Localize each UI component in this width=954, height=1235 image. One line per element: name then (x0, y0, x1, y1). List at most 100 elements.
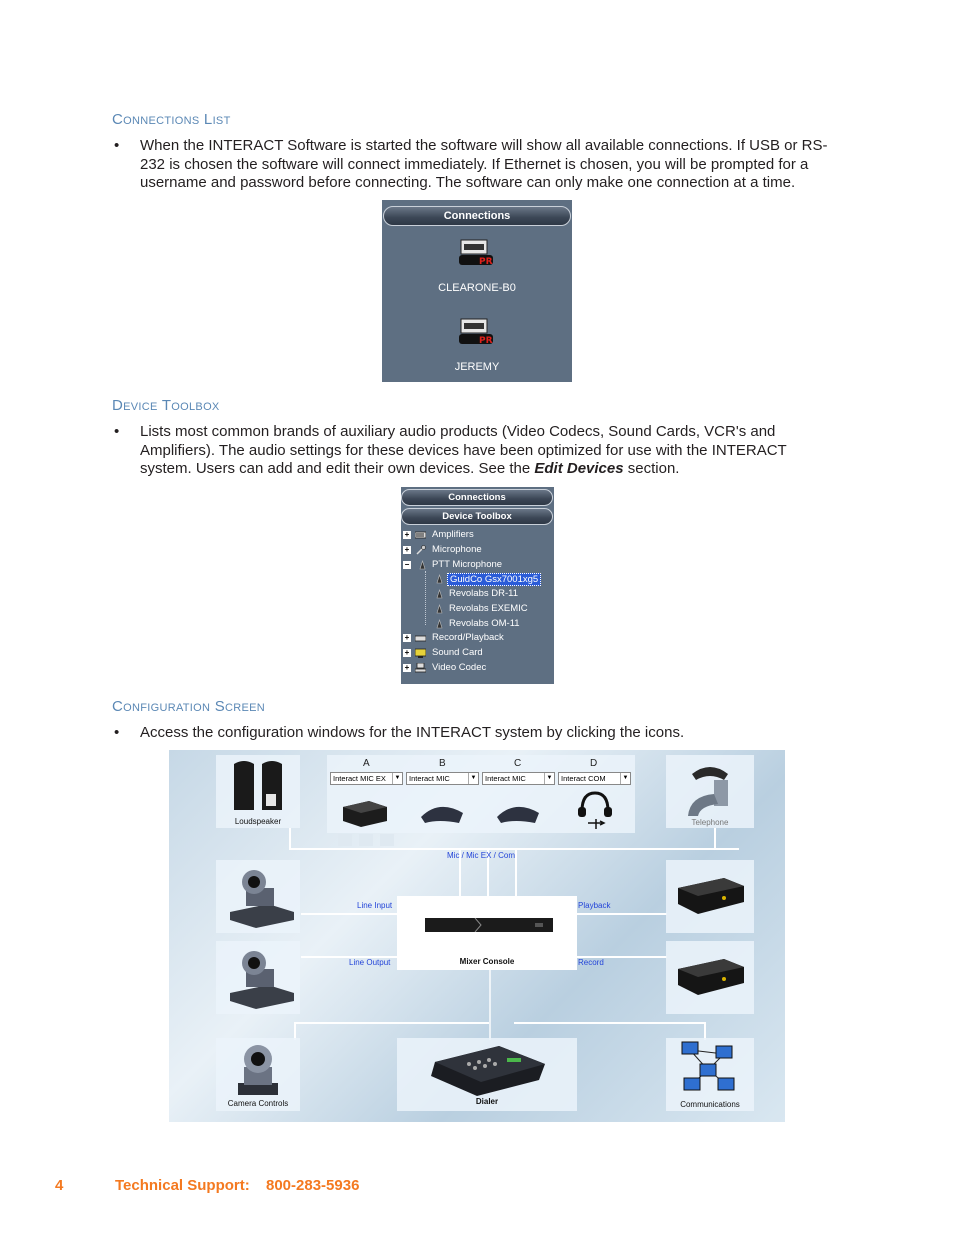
chevron-down-icon[interactable]: ▼ (392, 773, 402, 784)
tree-item-label: Amplifiers (432, 529, 474, 540)
video-input-camera-button[interactable] (216, 860, 300, 933)
chevron-down-icon[interactable]: ▼ (620, 773, 630, 784)
connector-line (289, 848, 739, 850)
support-phone: 800-283-5936 (266, 1177, 360, 1194)
headset-usb-icon[interactable] (574, 789, 616, 831)
communications-button[interactable]: Communications (666, 1038, 754, 1111)
mic-d-select[interactable]: Interact COM ▼ (558, 772, 631, 785)
tree-guide-line (425, 571, 426, 625)
small-square-button[interactable] (338, 834, 352, 846)
section-heading-device-toolbox: Device Toolbox (112, 397, 220, 414)
expand-icon[interactable]: + (403, 663, 411, 672)
small-square-button[interactable] (359, 834, 373, 846)
paragraph-line: Access the configuration windows for the… (140, 724, 685, 741)
loudspeaker-button[interactable]: Loudspeaker (216, 755, 300, 828)
record-label: Record (578, 958, 604, 967)
text-span: system. Users can add and edit their own… (140, 460, 535, 478)
line-output-label: Line Output (349, 958, 391, 967)
expand-icon[interactable]: + (403, 648, 411, 657)
connector-line (294, 1022, 296, 1040)
connections-panel: Connections PRO CLEARONE-B0 PRO JEREMY (382, 200, 572, 382)
bullet: • (114, 724, 120, 741)
mic-b-select[interactable]: Interact MIC ▼ (406, 772, 479, 785)
connections-tab[interactable]: Connections (401, 489, 553, 506)
dialer-label: Dialer (475, 1097, 499, 1106)
device-toolbox-panel: Connections Device Toolbox + Amplifiers … (401, 487, 554, 684)
mixer-console-button[interactable]: Mixer Console (397, 896, 577, 970)
expand-icon[interactable]: + (403, 633, 411, 642)
sound-card-icon (415, 648, 426, 658)
tree-item-record-playback[interactable]: + Record/Playback (401, 631, 554, 646)
tree-item-ptt-microphone[interactable]: − PTT Microphone (401, 558, 554, 573)
expand-icon[interactable]: + (403, 545, 411, 554)
page-number: 4 (55, 1177, 64, 1194)
bullet: • (114, 137, 120, 154)
section-heading-connections-list: Connections List (112, 111, 231, 128)
paragraph-line: When the INTERACT Software is started th… (140, 137, 828, 154)
record-device-button[interactable] (666, 941, 754, 1014)
mic-c-select[interactable]: Interact MIC▼ (482, 772, 555, 785)
tree-item-label: Record/Playback (432, 632, 504, 643)
connector-line (514, 1022, 704, 1024)
ptt-microphone-icon (436, 604, 443, 614)
connections-title-bar[interactable]: Connections (383, 206, 571, 226)
connector-line (577, 956, 667, 958)
tree-item-sound-card[interactable]: + Sound Card (401, 646, 554, 661)
camera-controls-label: Camera Controls (227, 1099, 289, 1108)
paragraph-line: Lists most common brands of auxiliary au… (140, 423, 776, 440)
support-label: Technical Support: (115, 1177, 250, 1194)
table-mic-c-icon[interactable] (495, 801, 541, 825)
select-value: Interact COM (561, 774, 606, 783)
config-paragraph: Access the configuration windows for the… (140, 724, 684, 743)
expand-icon[interactable]: + (403, 530, 411, 539)
pro-badge: PRO (479, 336, 493, 346)
device-label[interactable]: JEREMY (454, 361, 500, 373)
paragraph-line: Amplifiers). The audio settings for thes… (140, 441, 787, 459)
chevron-down-icon[interactable]: ▼ (544, 773, 554, 784)
mic-a-select[interactable]: Interact MIC EX ▼ (330, 772, 403, 785)
tree-item-label: Revolabs DR-11 (449, 588, 518, 599)
device-toolbox-tab[interactable]: Device Toolbox (401, 508, 553, 525)
telephone-label: Telephone (691, 818, 729, 827)
camera-controls-button[interactable]: Camera Controls (216, 1038, 300, 1111)
tree-item-microphone[interactable]: + Microphone (401, 543, 554, 558)
telephone-icon (688, 767, 728, 816)
camera-controls-icon (238, 1045, 278, 1095)
collapse-icon[interactable]: − (403, 560, 411, 569)
tree-item-revolabs-om11[interactable]: Revolabs OM-11 (401, 617, 554, 632)
tree-item-video-codec[interactable]: + Video Codec (401, 661, 554, 676)
connector-line (577, 913, 667, 915)
jeremy-pro-device-icon[interactable]: PRO (459, 317, 493, 349)
clearone-pro-device-icon[interactable]: PRO (459, 238, 493, 270)
tree-item-amplifiers[interactable]: + Amplifiers (401, 528, 554, 543)
configuration-screen: Loudspeaker A B C D Interact MIC EX▼ Int… (169, 750, 785, 1122)
video-output-camera-button[interactable] (216, 941, 300, 1014)
device-label[interactable]: CLEARONE-B0 (438, 282, 516, 294)
tree-item-revolabs-exemic[interactable]: Revolabs EXEMIC (401, 602, 554, 617)
mic-ex-hub-icon[interactable] (341, 793, 389, 827)
edit-devices-reference: Edit Devices (534, 460, 624, 478)
paragraph-line: system. Users can add and edit their own… (140, 460, 787, 479)
bullet: • (114, 423, 120, 440)
tree-item-label: Sound Card (432, 647, 483, 658)
select-value: Interact MIC (409, 774, 450, 783)
small-square-button[interactable] (380, 834, 394, 846)
microphone-icon (416, 545, 426, 555)
paragraph-line: username and password before connecting.… (140, 174, 796, 192)
section-heading-configuration-screen: Configuration Screen (112, 698, 266, 715)
ptt-microphone-icon (419, 560, 426, 570)
tree-item-revolabs-dr11[interactable]: Revolabs DR-11 (401, 587, 554, 602)
ptz-camera-icon (230, 870, 294, 928)
select-value: Interact MIC EX (333, 774, 386, 783)
dialer-button[interactable]: Dialer (397, 1038, 577, 1111)
playback-device-button[interactable] (666, 860, 754, 933)
video-codec-icon (415, 663, 426, 673)
connector-line (714, 828, 716, 850)
telephone-button[interactable]: Telephone (666, 755, 754, 828)
chevron-down-icon[interactable]: ▼ (468, 773, 478, 784)
ptt-microphone-icon (436, 574, 443, 584)
table-mic-b-icon[interactable] (419, 801, 465, 825)
tree-item-guidco[interactable]: GuidCo Gsx7001xg5 (401, 572, 554, 587)
tree-item-label-selected: GuidCo Gsx7001xg5 (447, 573, 542, 586)
loudspeaker-label: Loudspeaker (234, 817, 282, 826)
